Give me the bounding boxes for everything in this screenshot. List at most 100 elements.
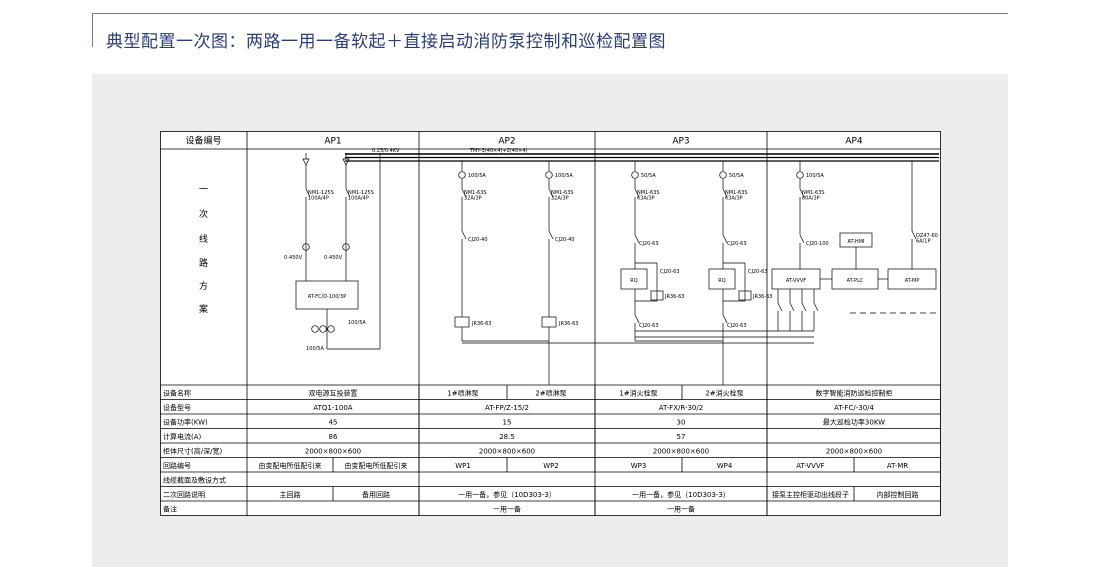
table-cell: AT-FX/R-30/2 — [659, 404, 703, 412]
ap4-breaker-label: NM1-63S — [802, 190, 825, 196]
table-cell: 86 — [329, 433, 338, 441]
ap1-ct-label: 100/5A — [348, 320, 366, 326]
breaker-contact — [801, 302, 807, 312]
side-label-char: 方 — [199, 280, 208, 292]
table-cell: 一用一备，参见（10D303-3） — [632, 490, 730, 499]
bus-voltage-label: 0.23/0.4KV — [372, 148, 400, 154]
circuit-drawings — [295, 153, 937, 385]
table-cell: 一用一备 — [493, 505, 521, 514]
table-row-label: 设备名称 — [163, 389, 191, 398]
page-title: 典型配置一次图：两路一用一备软起＋直接启动消防泵控制和巡检配置图 — [106, 32, 666, 52]
ap1-breaker-label: 100A/4P — [308, 196, 329, 202]
ap3-branch1-relay-label: JR36-63 — [664, 294, 684, 300]
table-row-label: 备注 — [163, 505, 177, 514]
table-row-label: 设备型号 — [163, 403, 191, 412]
table-border — [160, 131, 941, 516]
incoming-arrow — [302, 158, 310, 166]
table-cell: 由变配电所低配引来 — [259, 461, 322, 470]
table-cell: 最大巡检功率30KW — [823, 418, 885, 427]
ap2-branch2-relay-label: JR36-63 — [558, 321, 578, 327]
table-cell: 1#消火栓泵 — [619, 389, 657, 398]
ap4-vvvf-label: AT-VVVF — [786, 278, 806, 284]
ap2-branch2-breaker-label: 32A/3P — [551, 196, 569, 202]
ap2-branch1-contactor-label: CJ20-40 — [468, 237, 488, 243]
header-panel-ap3: AP3 — [672, 137, 689, 147]
ap4-contactor-label: CJ20-100 — [806, 241, 829, 247]
table-cell: AT-FP/Z-15/2 — [485, 404, 529, 412]
ap3-branch1-contactor1-label: CJ20-63 — [639, 241, 659, 247]
table-cell: 2#消火栓泵 — [705, 389, 743, 398]
ap4-breaker-label: 80A/3P — [802, 196, 820, 202]
header-panel-ap1: AP1 — [324, 137, 341, 147]
side-label-char: 案 — [199, 303, 208, 315]
breaker-contact — [789, 302, 795, 312]
table-cell: 主回路 — [280, 490, 301, 499]
table-row-label: 回路编号 — [163, 461, 191, 470]
ap3-branch1-softstarter-label: RQ — [630, 278, 637, 284]
breaker-contact — [548, 188, 554, 198]
ap3-branch2-breaker-label: NM1-63S — [725, 190, 748, 196]
table-cell: 2000×800×600 — [826, 448, 882, 456]
breaker-contact — [799, 188, 805, 198]
table-cell: 2000×800×600 — [479, 448, 535, 456]
incoming-arrow — [342, 158, 350, 166]
table-cell: 28.5 — [499, 433, 515, 441]
table-cell: 备用回路 — [362, 490, 390, 499]
ap4-mp-label: AT-MP — [905, 278, 920, 284]
ap3-branch1-breaker-label: 63A/3P — [637, 196, 655, 202]
table-cell: WP1 — [455, 462, 471, 470]
table-cell: 45 — [329, 419, 338, 427]
title-frame-top-line — [92, 13, 1008, 14]
table-cell: 双电源互投装置 — [309, 389, 358, 398]
breaker-contact — [634, 234, 640, 244]
ap2-branch2-breaker-label: NM1-63S — [551, 190, 574, 196]
breaker-contact — [722, 188, 728, 198]
ap3-branch1-contactor3-label: CJ20-63 — [639, 323, 659, 329]
current-transformer — [719, 171, 727, 179]
ap3-branch2-contactor3-label: CJ20-63 — [727, 323, 747, 329]
table-cell: 一用一备 — [667, 505, 695, 514]
breaker-contact — [911, 230, 917, 240]
breaker-contact — [461, 230, 467, 240]
breaker-contact — [345, 188, 351, 198]
current-transformer — [458, 171, 466, 179]
ap2-branch2-thermal-relay — [541, 316, 557, 328]
ap4-hmi-label: AT-HMI — [848, 239, 865, 245]
breaker-contact — [722, 234, 728, 244]
busbar-spec-label: TMY-3(40×4)+2(40×4) — [469, 148, 528, 154]
table-cell: WP2 — [543, 462, 559, 470]
side-label-char: 次 — [199, 208, 208, 220]
breaker-contact — [461, 188, 467, 198]
ap1-breaker-label: NM1-125S — [308, 190, 334, 196]
side-label-char: 线 — [199, 233, 208, 245]
ap3-branch1-breaker-label: NM1-63S — [637, 190, 660, 196]
table-row-label: 设备功率(KW) — [163, 418, 208, 427]
breaker-contact — [799, 234, 805, 244]
ap1-voltmeter-label: 0-450V — [284, 255, 303, 261]
ap3-branch1-softstarter — [620, 268, 648, 290]
table-cell: 数字智能消防巡检控制柜 — [816, 389, 893, 398]
ap3-branch2-thermal-relay — [738, 290, 752, 301]
breaker-contact — [634, 188, 640, 198]
ap4-plc-label: AT-PLC — [847, 278, 864, 284]
ap3-branch2-softstarter — [708, 268, 736, 290]
header-panel-ap2: AP2 — [498, 137, 515, 147]
table-cell: 57 — [677, 433, 686, 441]
table-cell: AT-VVVF — [796, 462, 824, 470]
ap3-branch2-breaker-label: 63A/3P — [725, 196, 743, 202]
table-cell: AT-MR — [887, 462, 908, 470]
side-label-char: 一 — [199, 185, 208, 195]
table-cell: 1#喷淋泵 — [447, 389, 478, 398]
ap1-breaker-label: 100A/4P — [348, 196, 369, 202]
header-device-label: 设备编号 — [185, 135, 221, 147]
data-table: 设备名称 双电源互投装置 1#喷淋泵 2#喷淋泵 1#消火栓泵 2#消火栓泵 数字智能消防巡… — [163, 389, 919, 514]
table-cell: 2#喷淋泵 — [535, 389, 566, 398]
ap4-ct-label: 100/5A — [806, 173, 824, 179]
ap2-branch1-relay-label: JR36-63 — [471, 321, 491, 327]
table-row-label: 线缆截面及敷设方式 — [163, 476, 226, 485]
ap3-branch1-thermal-relay — [650, 290, 664, 301]
